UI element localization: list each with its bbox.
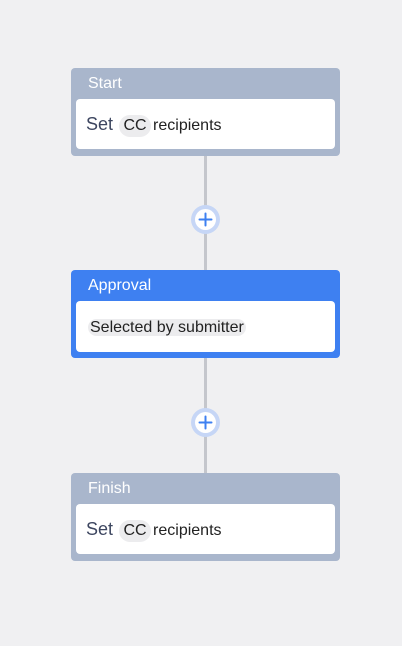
start-cc-chip: CC (119, 115, 151, 137)
start-recipients-label: recipients (153, 117, 222, 134)
start-node-title: Start (88, 75, 122, 92)
finish-recipients-label: recipients (153, 522, 222, 539)
finish-node-body[interactable]: Set CC recipients (76, 504, 335, 554)
finish-cc-chip: CC (119, 520, 151, 542)
finish-node[interactable]: Finish Set CC recipients (71, 473, 340, 561)
approver-label: Selected by submitter (88, 319, 246, 336)
start-node-text: Set CC recipients (86, 114, 222, 137)
start-node[interactable]: Start Set CC recipients (71, 68, 340, 156)
approval-node-text: Selected by submitter (88, 318, 246, 338)
approval-node[interactable]: Approval Selected by submitter (71, 270, 340, 358)
finish-set-label: Set (86, 519, 114, 539)
finish-node-text: Set CC recipients (86, 519, 222, 542)
plus-icon (198, 212, 213, 227)
plus-icon (198, 415, 213, 430)
start-set-label: Set (86, 114, 114, 134)
add-step-button-2[interactable] (191, 408, 220, 437)
finish-node-title: Finish (88, 480, 131, 497)
approval-node-body[interactable]: Selected by submitter (76, 301, 335, 352)
approval-node-title: Approval (88, 277, 152, 294)
add-step-button-1[interactable] (191, 205, 220, 234)
start-node-body[interactable]: Set CC recipients (76, 99, 335, 149)
